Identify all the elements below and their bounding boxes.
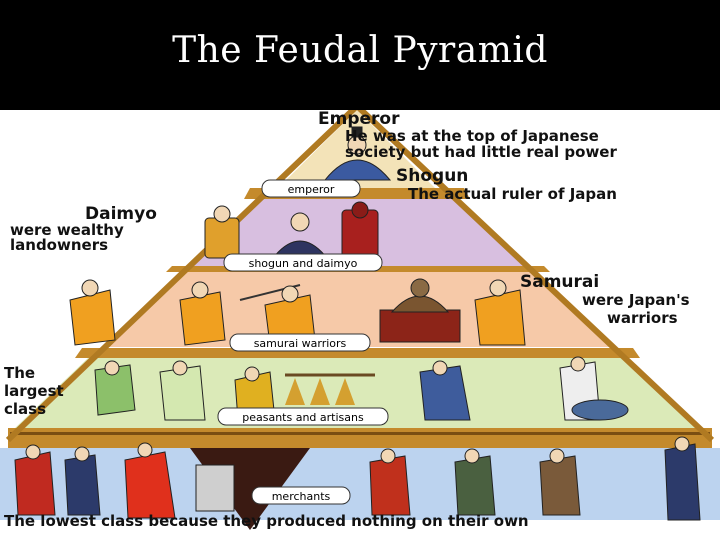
- caption-shogun-daimyo: shogun and daimyo: [223, 253, 383, 272]
- caption-peasants: peasants and artisans: [217, 407, 389, 426]
- label-emperor-heading: Emperor: [318, 109, 400, 129]
- label-emperor-desc-1: He was at the top of Japanese: [345, 127, 599, 145]
- label-peasant-desc-3: class: [4, 400, 47, 418]
- caption-samurai-text: samurai warriors: [254, 337, 347, 350]
- label-emperor-desc-2: society but had little real power: [345, 143, 617, 161]
- label-peasant-desc-1: The: [4, 364, 36, 382]
- merchant-figures: [14, 436, 701, 521]
- caption-shogun-daimyo-text: shogun and daimyo: [249, 257, 358, 270]
- title-bar: The Feudal Pyramid: [0, 0, 720, 110]
- caption-merchants-text: merchants: [272, 490, 331, 503]
- label-shogun-desc: The actual ruler of Japan: [408, 185, 617, 203]
- daimyo-figure-right: [341, 201, 379, 259]
- label-daimyo-desc-2: landowners: [10, 236, 109, 254]
- label-samurai-heading: Samurai: [520, 272, 600, 292]
- slide-title: The Feudal Pyramid: [172, 30, 548, 71]
- caption-merchants: merchants: [251, 486, 351, 505]
- samurai-figures: [69, 278, 526, 346]
- caption-emperor: emperor: [261, 179, 361, 198]
- caption-samurai: samurai warriors: [229, 333, 371, 352]
- pyramid-right-edge: [356, 110, 715, 443]
- pyramid-left-edge: [5, 110, 358, 443]
- label-peasant-desc-2: largest: [4, 382, 64, 400]
- label-daimyo-desc-1: were wealthy: [10, 221, 124, 239]
- daimyo-figure-left: [204, 205, 240, 259]
- label-daimyo-heading: Daimyo: [85, 204, 157, 224]
- feudal-pyramid-illustration: emperor shogun and daimyo samurai warrio…: [0, 110, 720, 530]
- label-shogun-heading: Shogun: [396, 166, 469, 186]
- merchant-tier: [0, 448, 720, 520]
- label-samurai-desc-1: were Japan's: [582, 291, 690, 309]
- label-merchant-desc: The lowest class because they produced n…: [4, 512, 529, 530]
- emperor-figure: [323, 126, 392, 181]
- caption-peasants-text: peasants and artisans: [242, 411, 364, 424]
- caption-emperor-text: emperor: [288, 183, 335, 196]
- label-samurai-desc-2: warriors: [607, 309, 678, 327]
